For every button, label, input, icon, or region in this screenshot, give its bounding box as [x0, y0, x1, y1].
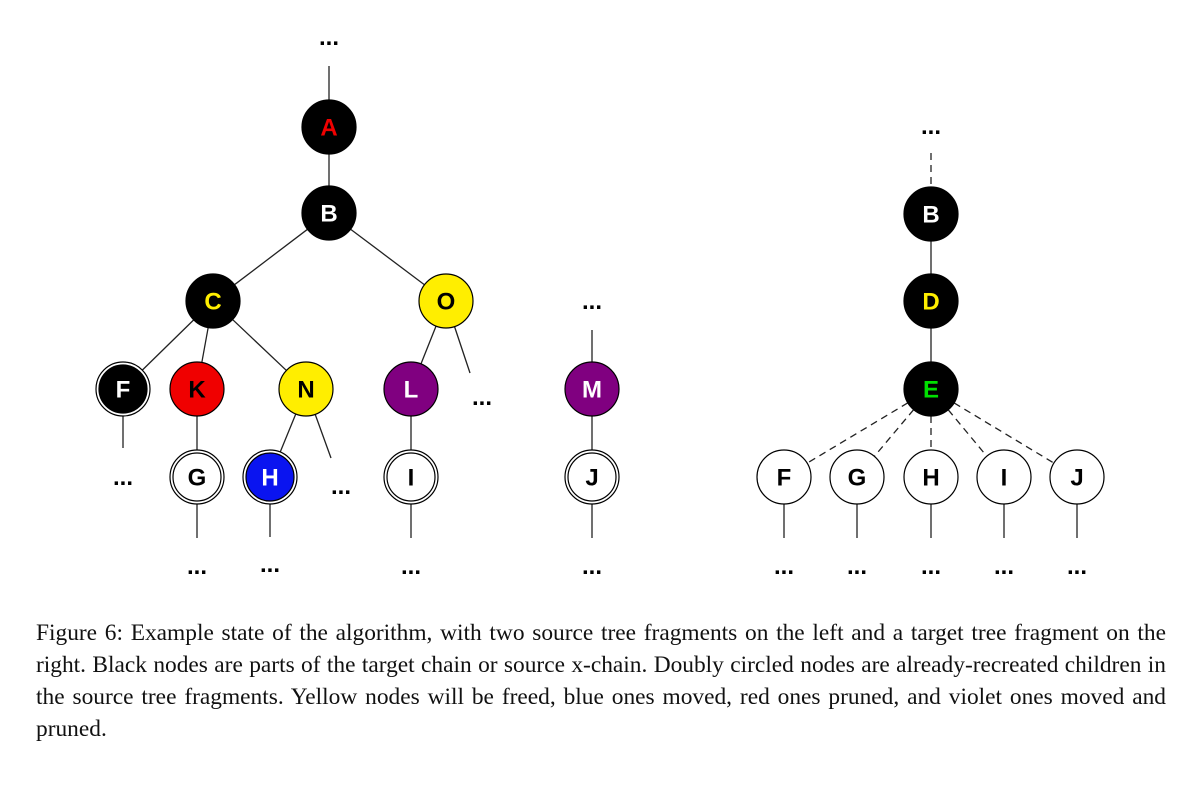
target_fragment-ellipsis-4: ... [994, 553, 1014, 580]
source_fragment_1-ellipsis-3: ... [331, 473, 351, 500]
node-circle [567, 452, 617, 502]
node-circle [1049, 449, 1105, 505]
node-circle [301, 99, 357, 155]
source_fragment_2-ellipsis-1: ... [582, 553, 602, 580]
node-label: G [848, 465, 867, 492]
node-label: E [923, 377, 939, 404]
source_fragment_1-ellipsis-5: ... [260, 551, 280, 578]
node-label: F [116, 377, 131, 404]
node-circle [903, 186, 959, 242]
target_fragment-node-i: I [976, 449, 1032, 505]
source_fragment_1-edge-O-o_more [453, 326, 471, 374]
target_fragment-node-g: G [829, 449, 885, 505]
source_fragment_1-edge-C-K [201, 327, 209, 363]
source_fragment_1-node-b: B [301, 185, 357, 241]
source_fragment_1-node-i: I [383, 449, 439, 505]
source_fragment_1-ellipsis-6: ... [401, 553, 421, 580]
source_fragment_1-node-n: N [278, 361, 334, 417]
target_fragment-ellipsis-3: ... [921, 553, 941, 580]
node-label: J [1070, 465, 1083, 492]
source_fragment_1-ellipsis-0: ... [319, 24, 339, 51]
node-label: G [188, 465, 207, 492]
node-label: D [922, 289, 939, 316]
node-label: B [320, 201, 337, 228]
target_fragment-node-e: E [903, 361, 959, 417]
source_fragment_1-node-c: C [185, 273, 241, 329]
source_fragment_1-node-g: G [169, 449, 225, 505]
edges [122, 66, 1078, 538]
target_fragment-node-f: F [756, 449, 812, 505]
target_fragment-edge-E-G [873, 409, 915, 457]
node-label: I [1001, 465, 1008, 492]
node-circle [278, 361, 334, 417]
node-circle [756, 449, 812, 505]
node-circle [245, 452, 295, 502]
source_fragment_1-edge-B-C [234, 228, 308, 286]
source_fragment_1-node-h: H [242, 449, 298, 505]
source_fragment_1-node-k: K [169, 361, 225, 417]
source_fragment_1-node-a: A [301, 99, 357, 155]
node-label: H [261, 465, 278, 492]
node-circle [301, 185, 357, 241]
node-circle [829, 449, 885, 505]
node-label: A [320, 115, 337, 142]
source_fragment_1-ellipsis-1: ... [472, 384, 492, 411]
target_fragment-ellipsis-2: ... [847, 553, 867, 580]
tree-fragments-diagram: A B C O F K N L G H I M J B D E F G H I J ..................… [95, 24, 1105, 580]
target_fragment-node-b: B [903, 186, 959, 242]
target_fragment-ellipsis-0: ... [921, 113, 941, 140]
node-circle [903, 361, 959, 417]
node-circle [98, 364, 148, 414]
node-label: J [585, 465, 598, 492]
nodes: A B C O F K N L G H I M J B D E F G H I J [95, 99, 1105, 505]
node-circle [564, 361, 620, 417]
node-circle [418, 273, 474, 329]
node-circle [903, 449, 959, 505]
node-circle [169, 361, 225, 417]
node-circle [185, 273, 241, 329]
source_fragment_2-ellipsis-0: ... [582, 288, 602, 315]
figure-caption: Figure 6: Example state of the algorithm… [36, 620, 1166, 742]
node-label: C [204, 289, 221, 316]
source_fragment_1-edge-N-n_more [314, 414, 332, 459]
node-label: N [297, 377, 314, 404]
source_fragment_1-node-o: O [418, 273, 474, 329]
node-circle [976, 449, 1032, 505]
node-circle [386, 452, 436, 502]
node-label: K [188, 377, 206, 404]
target_fragment-node-h: H [903, 449, 959, 505]
node-circle [172, 452, 222, 502]
source_fragment_1-ellipsis-4: ... [187, 553, 207, 580]
target_fragment-edge-E-I [947, 409, 988, 457]
source_fragment_1-node-f: F [95, 361, 151, 417]
source_fragment_1-node-l: L [383, 361, 439, 417]
target_fragment-node-d: D [903, 273, 959, 329]
target_fragment-edge-E-F [806, 402, 909, 464]
source_fragment_1-edge-C-F [141, 319, 195, 371]
node-label: H [922, 465, 939, 492]
source_fragment_1-ellipsis-2: ... [113, 464, 133, 491]
source_fragment_2-node-m: M [564, 361, 620, 417]
source_fragment_1-edge-B-O [350, 228, 425, 286]
node-label: L [404, 377, 419, 404]
target_fragment-ellipsis-1: ... [774, 553, 794, 580]
ellipses: ........................................… [113, 24, 1087, 580]
node-label: O [437, 289, 456, 316]
node-label: B [922, 202, 939, 229]
target_fragment-node-j: J [1049, 449, 1105, 505]
node-label: M [582, 377, 602, 404]
target_fragment-edge-E-J [953, 402, 1055, 464]
node-circle [903, 273, 959, 329]
target_fragment-ellipsis-5: ... [1067, 553, 1087, 580]
node-label: I [408, 465, 415, 492]
node-circle [383, 361, 439, 417]
source_fragment_1-edge-O-L [420, 325, 437, 365]
source_fragment_1-edge-N-H [279, 413, 297, 453]
node-label: F [777, 465, 792, 492]
source_fragment_1-edge-C-N [232, 319, 287, 371]
source_fragment_2-node-j: J [564, 449, 620, 505]
